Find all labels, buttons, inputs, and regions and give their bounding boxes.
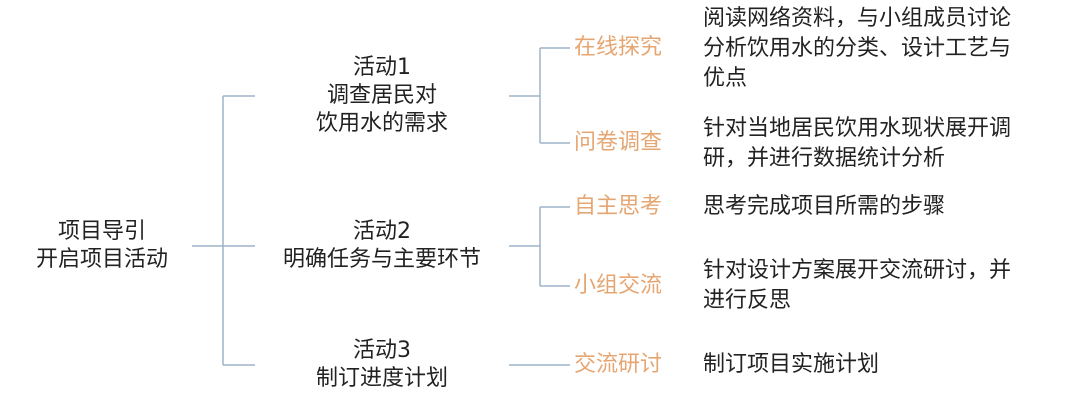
activity-line: 调查居民对	[326, 83, 437, 108]
activity-2: 活动2 明确任务与主要环节	[260, 218, 504, 274]
step-label: 小组交流	[574, 273, 663, 298]
root-node: 项目导引 开启项目活动	[12, 218, 192, 274]
activity-title: 活动2	[353, 219, 411, 244]
activity-line: 明确任务与主要环节	[282, 247, 481, 272]
root-line1: 项目导引	[57, 219, 146, 244]
activity-title: 活动3	[353, 338, 411, 363]
step-label: 交流研讨	[574, 352, 663, 377]
desc-line: 研，并进行数据统计分析	[703, 146, 946, 171]
desc-line: 分析饮用水的分类、设计工艺与	[703, 36, 1012, 61]
step-description: 针对设计方案展开交流研讨，并 进行反思	[703, 256, 1011, 316]
desc-line: 优点	[703, 66, 748, 91]
activity-1: 活动1 调查居民对 饮用水的需求	[260, 54, 504, 138]
activity2-connector	[509, 206, 570, 287]
desc-line: 制订项目实施计划	[703, 352, 880, 377]
desc-line: 阅读网络资料，与小组成员讨论	[703, 6, 1012, 31]
desc-line: 思考完成项目所需的步骤	[703, 194, 946, 219]
step-description: 阅读网络资料，与小组成员讨论 分析饮用水的分类、设计工艺与 优点	[703, 4, 1011, 94]
activity-line: 饮用水的需求	[315, 111, 448, 136]
activity-title: 活动1	[353, 55, 411, 80]
step-description: 针对当地居民饮用水现状展开调 研，并进行数据统计分析	[703, 114, 1011, 174]
step-label: 在线探究	[574, 35, 663, 60]
activity-3: 活动3 制订进度计划	[260, 337, 504, 393]
step-label: 问卷调查	[574, 130, 663, 155]
step-description: 思考完成项目所需的步骤	[703, 193, 945, 221]
desc-line: 针对设计方案展开交流研讨，并	[703, 258, 1012, 283]
desc-line: 针对当地居民饮用水现状展开调	[703, 116, 1012, 141]
root-connector	[192, 95, 255, 366]
desc-line: 进行反思	[703, 288, 792, 313]
activity1-connector	[509, 47, 570, 144]
root-line2: 开启项目活动	[35, 247, 168, 272]
activity-line: 制订进度计划	[315, 366, 448, 391]
step-description: 制订项目实施计划	[703, 351, 879, 379]
step-label: 自主思考	[574, 194, 663, 219]
